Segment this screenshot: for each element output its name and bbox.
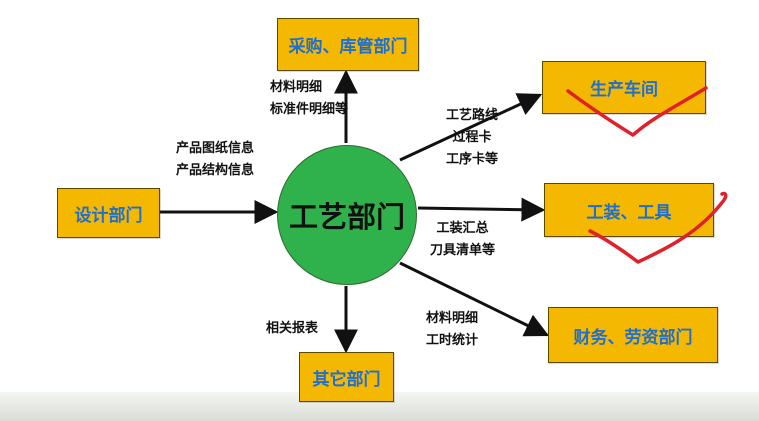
label-line: 工装汇总: [436, 221, 489, 236]
label-line: 产品图纸信息: [176, 141, 255, 156]
label-line: 工艺路线: [446, 108, 499, 123]
label-line: 工序卡等: [446, 152, 499, 167]
node-finance-department[interactable]: 财务、劳资部门: [548, 307, 718, 363]
node-design-department[interactable]: 设计部门: [57, 188, 160, 238]
label-line: 材料明细: [426, 311, 479, 326]
node-purchasing-department[interactable]: 采购、库管部门: [277, 18, 419, 71]
label-hub-to-finance: 材料明细 工时统计: [426, 308, 478, 352]
label-line: 产品结构信息: [176, 163, 255, 178]
label-line: 过程卡: [452, 130, 492, 145]
label-line: 相关报表: [266, 321, 319, 336]
label-line: 工时统计: [426, 333, 479, 348]
label-hub-to-other: 相关报表: [266, 318, 318, 340]
label-design-to-hub: 产品图纸信息 产品结构信息: [176, 138, 254, 182]
node-other-departments[interactable]: 其它部门: [299, 352, 394, 402]
label-hub-to-purchasing: 材料明细 标准件明细等: [270, 77, 348, 121]
label-hub-to-tooling: 工装汇总 刀具清单等: [430, 218, 495, 262]
hub-process-department[interactable]: 工艺部门: [277, 145, 417, 285]
arrow-hub-to-tooling: [417, 197, 546, 222]
label-line: 刀具清单等: [430, 243, 496, 258]
arrow-hub-to-production: [399, 93, 543, 162]
label-line: 标准件明细等: [270, 102, 349, 117]
arrow-hub-to-finance: [399, 261, 550, 337]
node-tooling[interactable]: 工装、工具: [544, 183, 714, 237]
label-hub-to-production: 工艺路线 过程卡 工序卡等: [446, 105, 498, 171]
label-line: 材料明细: [270, 80, 323, 95]
node-production-workshop[interactable]: 生产车间: [542, 61, 706, 114]
